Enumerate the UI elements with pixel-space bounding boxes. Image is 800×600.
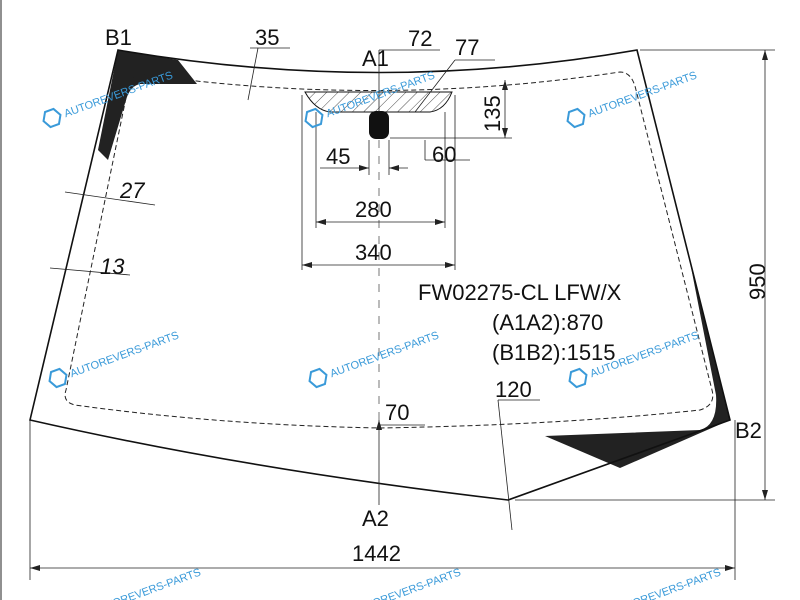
dim-950: 950 xyxy=(745,263,770,300)
svg-text:AUTOREVERS-PARTS: AUTOREVERS-PARTS xyxy=(91,567,203,600)
watermark: AUTOREVERS-PARTS xyxy=(611,567,723,600)
svg-text:AUTOREVERS-PARTS: AUTOREVERS-PARTS xyxy=(587,70,699,121)
part-code: FW02275-CL LFW/X xyxy=(418,280,622,305)
point-a1: A1 xyxy=(362,46,389,71)
dim-13: 13 xyxy=(100,254,125,279)
b1-shade xyxy=(98,50,197,160)
svg-text:AUTOREVERS-PARTS: AUTOREVERS-PARTS xyxy=(69,330,181,381)
dim-35: 35 xyxy=(255,25,279,50)
b1b2-length: (B1B2):1515 xyxy=(492,340,616,365)
watermark: AUTOREVERS-PARTS xyxy=(351,567,463,600)
dim-70: 70 xyxy=(385,400,409,425)
svg-text:AUTOREVERS-PARTS: AUTOREVERS-PARTS xyxy=(611,567,723,600)
watermark: AUTOREVERS-PARTS xyxy=(563,70,699,130)
watermark: AUTOREVERS-PARTS xyxy=(91,567,203,600)
svg-text:AUTOREVERS-PARTS: AUTOREVERS-PARTS xyxy=(329,330,441,381)
point-b2: B2 xyxy=(735,418,762,443)
dim-1442: 1442 xyxy=(352,541,401,566)
watermark: AUTOREVERS-PARTS xyxy=(45,330,181,390)
dim-27: 27 xyxy=(119,178,145,203)
dimension-arrows xyxy=(30,50,768,571)
dim-280: 280 xyxy=(355,197,392,222)
dim-72: 72 xyxy=(408,26,432,51)
watermark: AUTOREVERS-PARTS xyxy=(305,330,441,390)
point-a2: A2 xyxy=(362,506,389,531)
dim-120: 120 xyxy=(495,377,532,402)
dim-340: 340 xyxy=(355,240,392,265)
glass-outline xyxy=(29,49,731,501)
point-b1: B1 xyxy=(105,25,132,50)
a1a2-length: (A1A2):870 xyxy=(492,310,603,335)
mirror-mount xyxy=(369,111,389,139)
sensor-area xyxy=(304,91,453,113)
dim-77: 77 xyxy=(455,35,479,60)
dim-135: 135 xyxy=(480,95,505,132)
dimension-lines xyxy=(29,47,775,580)
dim-60: 60 xyxy=(432,142,456,167)
svg-text:AUTOREVERS-PARTS: AUTOREVERS-PARTS xyxy=(351,567,463,600)
dim-45: 45 xyxy=(326,144,350,169)
